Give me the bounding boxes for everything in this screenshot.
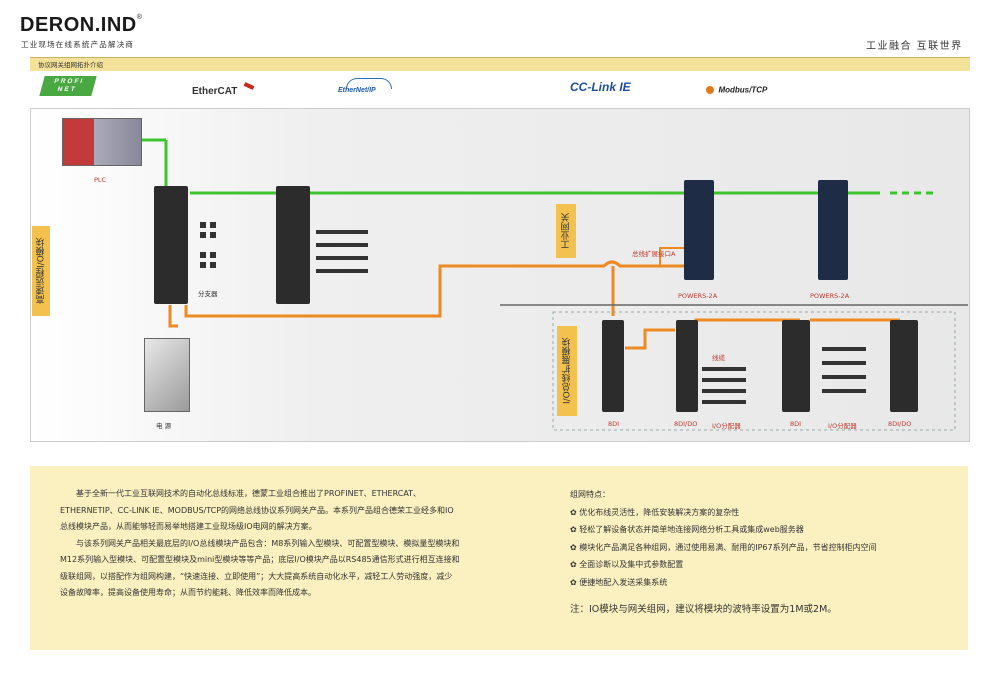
ethercat-logo: EtherCAT — [192, 86, 238, 97]
exp-label-4: 8DI — [790, 420, 802, 428]
left-vertical-text: 高速远程I/O模块 — [36, 237, 47, 305]
expansion-vertical-label: I/O总线扩展模块 — [557, 326, 577, 416]
power-supply — [144, 338, 190, 412]
gateway-2-label: POWERS-2A — [810, 292, 850, 300]
plc-device — [62, 118, 142, 166]
feature-item: ✿ 模块化产品满足各种组网，通过使用易满、耐用的IP67系列产品，节省控制柜内空… — [570, 542, 877, 552]
plc-label: PLC — [94, 176, 107, 184]
ethernetip-text: EtherNet/IP — [338, 87, 376, 94]
section-title: 协议网关组网拓扑介绍 — [38, 61, 103, 69]
feature-item: ✿ 便捷地配入发送采集系统 — [570, 577, 668, 587]
modbus-logo: Modbus/TCP — [706, 81, 767, 99]
brand-logo: DERON.IND® — [20, 14, 142, 37]
info-right: 组网特点： ✿ 优化布线灵活性，降低安装解决方案的复杂性 ✿ 轻松了解设备状态并… — [570, 486, 950, 615]
info-panel: 基于全新一代工业互联网技术的自动化总线标准，德蒙工业组合推出了PROFINET、… — [30, 466, 968, 650]
feature-text: 优化布线灵活性，降低安装解决方案的复杂性 — [579, 507, 740, 517]
expansion-module-8di-2 — [782, 320, 810, 412]
splitter-cables — [316, 230, 866, 404]
slogan: 工业融合 互联世界 — [866, 41, 963, 52]
expansion-module-8di — [602, 320, 624, 412]
left-vertical-label: 高速远程I/O模块 — [32, 226, 50, 316]
gateway-1-label: POWERS-2A — [678, 292, 718, 300]
splitter-label: 分支器 — [198, 290, 218, 298]
bus-line-upper — [184, 260, 690, 318]
cclink-logo: CC-Link IE — [570, 80, 631, 94]
gateway-vertical-label: 工业网关 — [556, 204, 576, 258]
exp-label-1: 8DI — [608, 420, 620, 428]
info-paragraph-2: 与该系列网关产品相关最底层的I/O总线模块产品包含：M8系列输入型模块、可配置型… — [60, 538, 460, 598]
feature-item: ✿ 优化布线灵活性，降低安装解决方案的复杂性 — [570, 507, 740, 517]
gateway-vertical-text: 工业网关 — [561, 213, 572, 249]
brand-mark: ® — [136, 14, 143, 21]
feature-text: 轻松了解设备状态并简单地连接网络分析工具或集成web服务器 — [579, 525, 804, 534]
io-module-1 — [154, 186, 188, 304]
section-title-bar: 协议网关组网拓扑介绍 — [30, 57, 970, 71]
bus-line-power — [168, 305, 178, 328]
modbus-dot-icon — [706, 85, 714, 94]
ethernetip-logo: EtherNet/IP — [338, 78, 400, 98]
bus-line-gateway — [659, 247, 690, 266]
expansion-vertical-text: I/O总线扩展模块 — [562, 337, 573, 405]
feature-item: ✿ 轻松了解设备状态并简单地连接网络分析工具或集成web服务器 — [570, 525, 804, 534]
feature-text: 全面诊断以及集中式参数配置 — [579, 560, 684, 569]
expansion-frame — [552, 311, 956, 431]
note: 注：IO模块与网关组网，建议将模块的波特率设置为1M或2M。 — [570, 604, 837, 615]
feature-text: 模块化产品满足各种组网，通过使用易满、耐用的IP67系列产品，节省控制柜内空间 — [579, 542, 877, 552]
expansion-module-8dido — [676, 320, 698, 412]
gateway-1 — [684, 180, 714, 280]
bus-line-exp1 — [625, 328, 675, 350]
info-left: 基于全新一代工业互联网技术的自动化总线标准，德蒙工业组合推出了PROFINET、… — [60, 486, 460, 602]
gateway-2 — [818, 180, 848, 280]
exp-label-3: I/O分配器 — [712, 422, 741, 430]
io-module-2 — [276, 186, 310, 304]
brand-name: DERON.IND — [20, 14, 137, 36]
cable-label: 线缆 — [712, 354, 725, 362]
exp-label-5: I/O分配器 — [828, 422, 857, 430]
feature-item: ✿ 全面诊断以及集中式参数配置 — [570, 560, 684, 569]
features-title: 组网特点： — [570, 490, 610, 499]
exp-label-6: 8DI/DO — [888, 420, 912, 428]
modbus-text: Modbus/TCP — [718, 85, 768, 95]
power-label: 电 源 — [156, 422, 172, 430]
info-paragraph-1: 基于全新一代工业互联网技术的自动化总线标准，德蒙工业组合推出了PROFINET、… — [60, 489, 454, 531]
y-splitter-icons — [200, 222, 216, 268]
brand-subtitle: 工业现场在线系统产品解决商 — [21, 40, 135, 49]
expansion-module-8dido-2 — [890, 320, 918, 412]
feature-text: 便捷地配入发送采集系统 — [579, 577, 668, 587]
exp-label-2: 8DI/DO — [674, 420, 698, 428]
expansion-bus-label: 总线扩展接口A — [632, 250, 676, 258]
